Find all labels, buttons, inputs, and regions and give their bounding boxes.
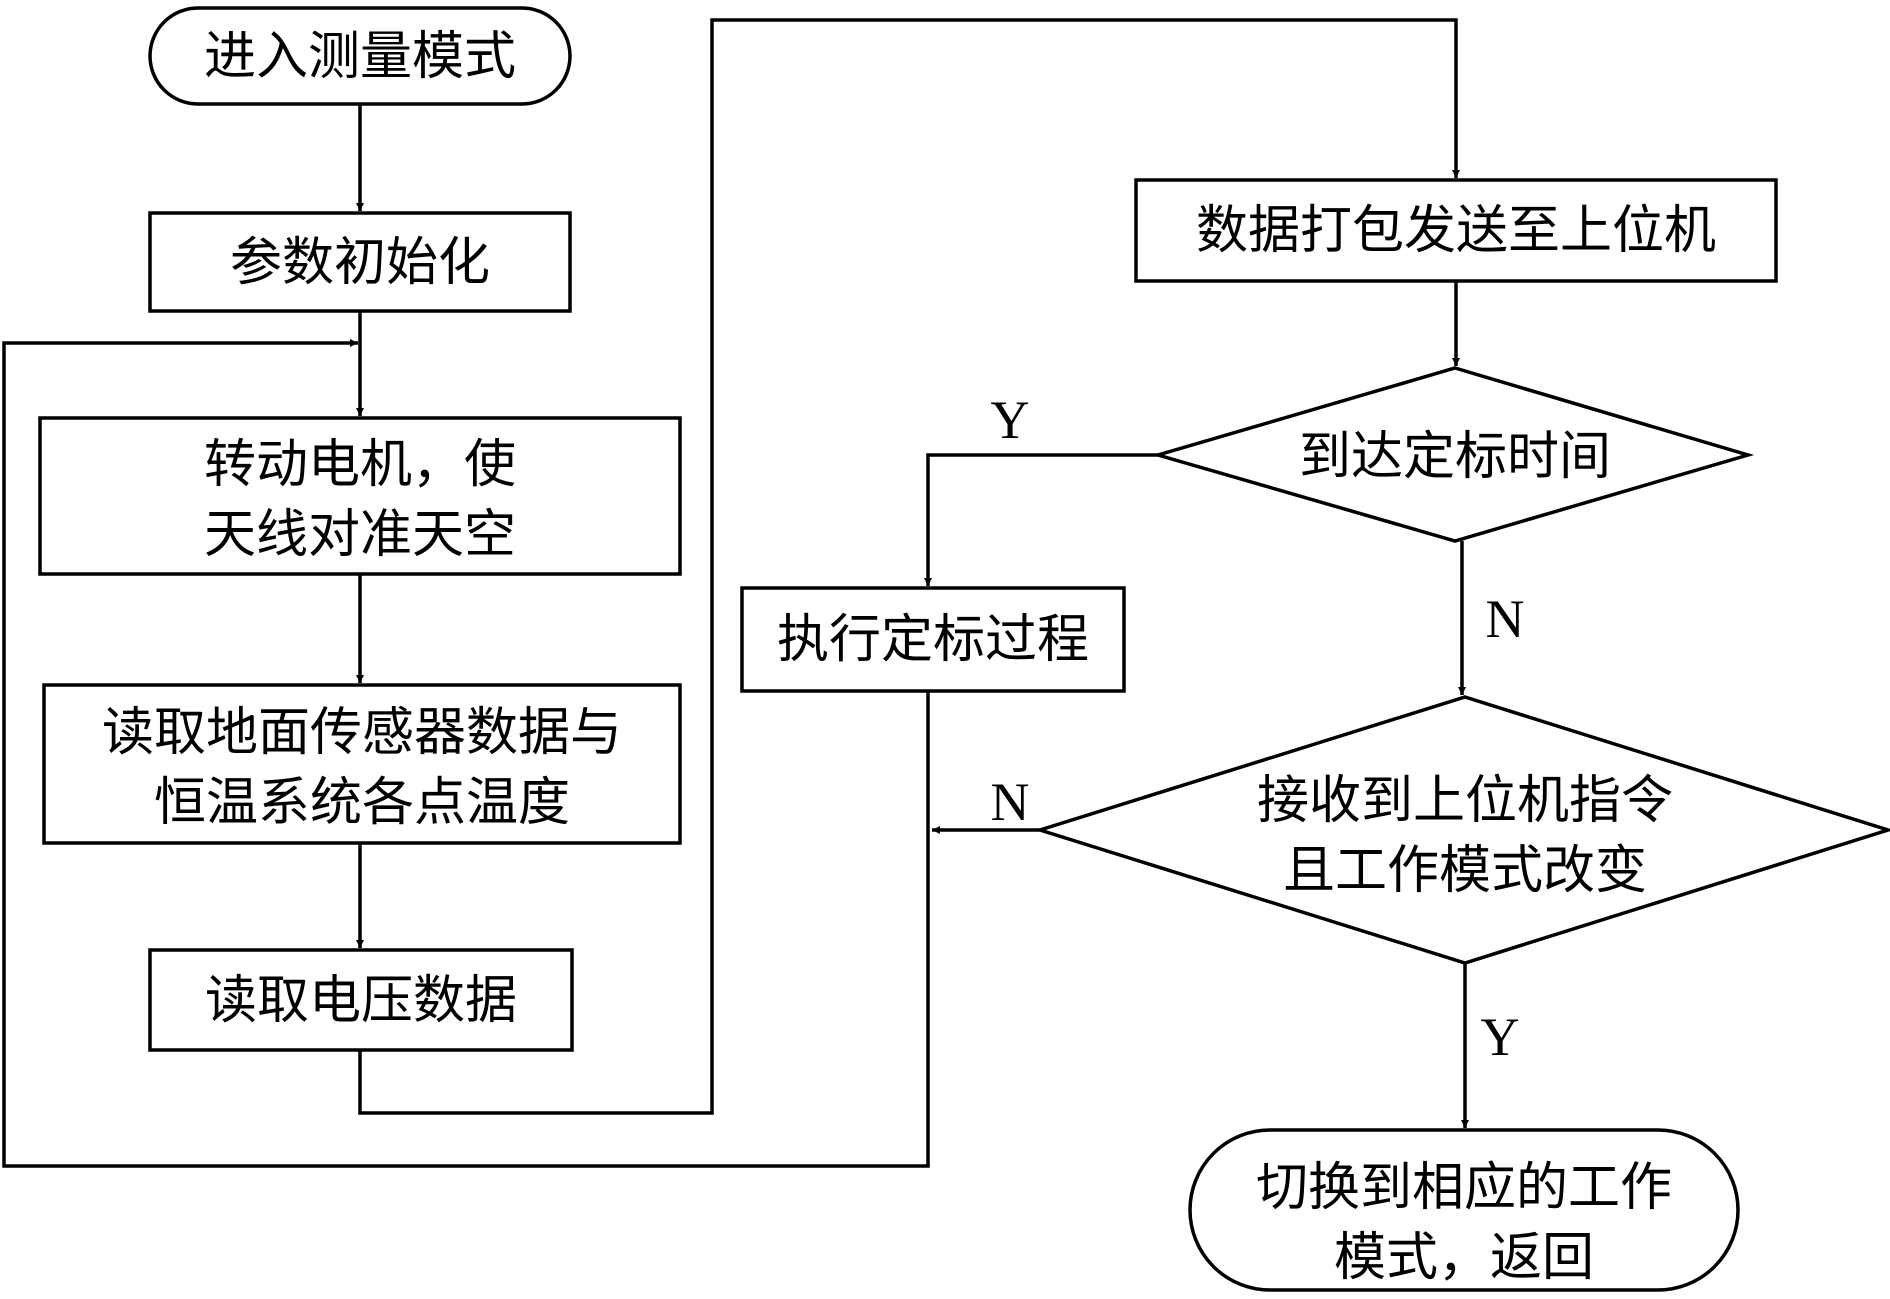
switch-mode-label-line1: 切换到相应的工作 xyxy=(1256,1158,1672,1218)
start-node-label: 进入测量模式 xyxy=(204,27,516,87)
switch-mode-node: 切换到相应的工作 模式，返回 xyxy=(1188,1128,1740,1292)
switch-mode-label-line2: 模式，返回 xyxy=(1334,1228,1594,1288)
calibration-time-decision: 到达定标时间 xyxy=(1151,366,1755,543)
command-mode-decision: 接收到上位机指令 且工作模式改变 xyxy=(1034,695,1890,965)
rotate-motor-label-line2: 天线对准天空 xyxy=(204,505,516,565)
edge-label-calibration-no: N xyxy=(1486,589,1525,649)
edge-calibrate-loop-back xyxy=(2,339,930,1168)
read-sensors-node: 读取地面传感器数据与 恒温系统各点温度 xyxy=(42,683,682,845)
read-voltage-label: 读取电压数据 xyxy=(205,971,517,1031)
send-data-node: 数据打包发送至上位机 xyxy=(1134,178,1778,283)
read-sensors-label-line2: 恒温系统各点温度 xyxy=(154,773,570,833)
command-mode-label-line1: 接收到上位机指令 xyxy=(1257,771,1673,831)
calibration-time-label: 到达定标时间 xyxy=(1299,427,1611,487)
edge-label-command-yes: Y xyxy=(1481,1007,1520,1067)
edge-label-calibration-yes: Y xyxy=(991,390,1030,450)
read-sensors-label-line1: 读取地面传感器数据与 xyxy=(102,703,622,763)
rotate-motor-node: 转动电机，使 天线对准天空 xyxy=(38,416,682,576)
init-node: 参数初始化 xyxy=(148,211,572,313)
edge-label-command-no: N xyxy=(991,772,1030,832)
edge-calibration-time-yes xyxy=(924,453,1158,586)
edge-read-voltage-to-send-data xyxy=(358,18,1460,1115)
send-data-label: 数据打包发送至上位机 xyxy=(1196,201,1716,261)
read-voltage-node: 读取电压数据 xyxy=(148,948,574,1052)
calibrate-label: 执行定标过程 xyxy=(777,610,1089,670)
start-node: 进入测量模式 xyxy=(148,6,572,106)
calibrate-node: 执行定标过程 xyxy=(740,586,1126,693)
init-node-label: 参数初始化 xyxy=(230,233,490,293)
rotate-motor-label-line1: 转动电机，使 xyxy=(204,435,516,495)
command-mode-label-line2: 且工作模式改变 xyxy=(1283,841,1647,901)
